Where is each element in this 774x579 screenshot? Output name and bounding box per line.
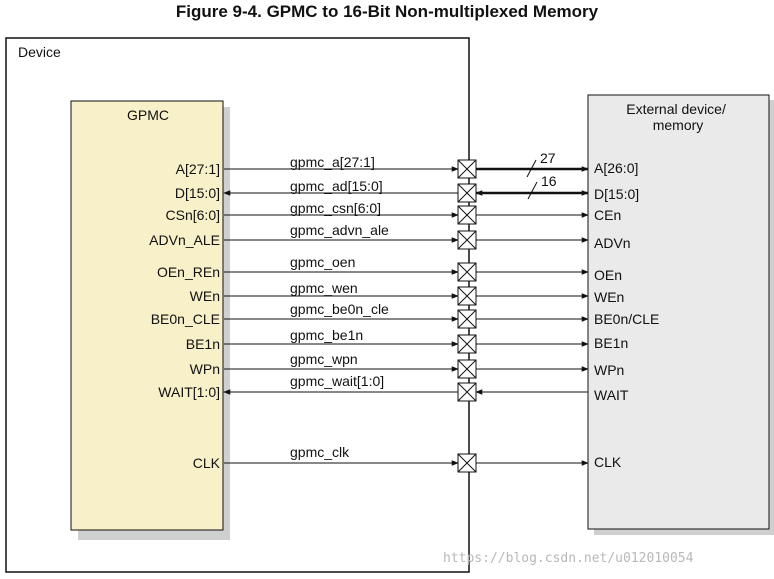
pad-buffer-cross [457, 453, 477, 473]
net-label: gpmc_clk [290, 444, 350, 460]
memory-pin-label: BE0n/CLE [594, 311, 659, 327]
memory-pin-label: WPn [594, 362, 624, 378]
gpmc-pin-label: OEn_REn [157, 264, 220, 280]
memory-pin-label: ADVn [594, 235, 631, 251]
net-label: gpmc_oen [290, 254, 355, 270]
external-device-label: External device/ memory [626, 101, 730, 133]
gpmc-pin-label: D[15:0] [175, 185, 220, 201]
figure-title: Figure 9-4. GPMC to 16-Bit Non-multiplex… [175, 2, 599, 21]
net-label: gpmc_wen [290, 280, 358, 296]
signal-row: A[27:1] gpmc_a[27:1] A[26:0] [176, 154, 638, 179]
signal-row: WAIT[1:0] gpmc_wait[1:0] WAIT [158, 373, 629, 403]
pad-buffer-cross [457, 334, 477, 354]
memory-pin-label: OEn [594, 267, 622, 283]
gpmc-pin-label: CLK [193, 455, 221, 471]
external-device-label-line1: External device/ [626, 101, 726, 117]
gpmc-pin-label: BE1n [186, 336, 220, 352]
signal-row: CSn[6:0] gpmc_csn[6:0] CEn [166, 200, 621, 225]
device-label: Device [18, 44, 61, 60]
gpmc-pin-label: BE0n_CLE [151, 311, 220, 327]
memory-pin-label: BE1n [594, 335, 628, 351]
pad-buffer-cross [457, 286, 477, 306]
external-device-label-line2: memory [653, 117, 704, 133]
pad-buffer-cross [457, 309, 477, 329]
net-label: gpmc_be1n [290, 327, 363, 343]
net-label: gpmc_ad[15:0] [290, 178, 383, 194]
gpmc-pin-label: A[27:1] [176, 161, 220, 177]
net-label: gpmc_a[27:1] [290, 154, 375, 170]
gpmc-block [70, 100, 224, 531]
data-bus-slash [527, 181, 538, 200]
signal-row: D[15:0] gpmc_ad[15:0] D[15:0] [175, 178, 639, 203]
watermark: https://blog.csdn.net/u012010054 [443, 551, 694, 566]
pad-buffer-cross [457, 359, 477, 379]
pad-buffer-cross [457, 382, 477, 402]
pad-buffer-cross [457, 230, 477, 250]
memory-pin-label: D[15:0] [594, 186, 639, 202]
memory-pin-label: WEn [594, 289, 624, 305]
pad-buffer-cross [457, 205, 477, 225]
net-label: gpmc_wpn [290, 351, 358, 367]
net-label: gpmc_advn_ale [290, 222, 389, 238]
pad-buffer-cross [457, 262, 477, 282]
net-label: gpmc_be0n_cle [290, 301, 389, 317]
gpmc-pin-label: ADVn_ALE [149, 232, 220, 248]
address-bus-width: 27 [540, 150, 556, 166]
net-label: gpmc_wait[1:0] [290, 373, 384, 389]
memory-pin-label: CEn [594, 207, 621, 223]
signal-rows: A[27:1] gpmc_a[27:1] A[26:0] D[15:0] gpmc_ad… [149, 154, 659, 473]
gpmc-pin-label: WPn [190, 361, 220, 377]
external-device-block [587, 94, 770, 530]
net-label: gpmc_csn[6:0] [290, 200, 381, 216]
data-bus-width: 16 [541, 173, 557, 189]
memory-pin-label: WAIT [594, 387, 629, 403]
pad-buffer-cross [457, 159, 477, 179]
gpmc-pin-label: WAIT[1:0] [158, 384, 220, 400]
memory-pin-label: CLK [594, 454, 622, 470]
gpmc-pin-label: CSn[6:0] [166, 207, 220, 223]
address-bus-slash [526, 159, 537, 178]
gpmc-label: GPMC [127, 107, 169, 123]
gpmc-pin-label: WEn [190, 288, 220, 304]
pad-buffer-cross [457, 183, 477, 203]
memory-pin-label: A[26:0] [594, 160, 638, 176]
